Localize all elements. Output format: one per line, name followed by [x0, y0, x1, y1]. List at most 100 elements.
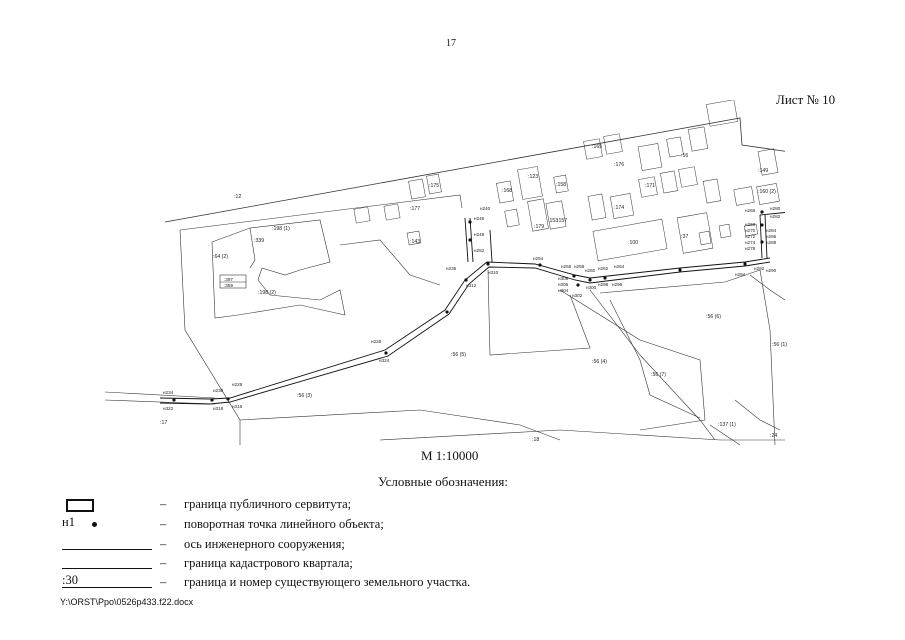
point-label: н258: [574, 264, 585, 269]
parcel-label: :176: [614, 162, 624, 168]
point-label: н246: [474, 216, 485, 221]
parcel-number-symbol: :30: [62, 573, 78, 587]
parcel-label: :339: [254, 238, 264, 244]
parcel-label: :24: [770, 433, 777, 439]
point-label: н240: [480, 206, 491, 211]
turning-point: [678, 268, 682, 272]
parcel-label: :160 (2): [758, 189, 776, 195]
parcel-label: :171: [645, 183, 655, 189]
turning-point: [468, 238, 472, 242]
turning-point: [760, 223, 764, 227]
point-label: н316: [232, 404, 243, 409]
parcel-label: :56 (3): [297, 393, 312, 399]
parcel-label: :56 (1): [772, 342, 787, 348]
parcel-label: :158: [556, 182, 566, 188]
parcel-label: :397: [224, 277, 233, 282]
parcel-label: :18: [532, 437, 539, 443]
servitude-route: [159, 212, 785, 405]
parcel-label: :198 (2): [258, 290, 276, 296]
point-label: н306: [558, 282, 569, 287]
legend-dash: –: [160, 575, 167, 589]
turning-point: [464, 278, 468, 282]
turning-point: [226, 397, 230, 401]
turning-points: [172, 210, 764, 402]
parcel-label: :198 (1): [272, 226, 290, 232]
point-label: н234: [163, 390, 174, 395]
legend-text: граница публичного сервитута;: [184, 497, 352, 511]
legend-dash: –: [160, 556, 167, 570]
legend-title: Условные обозначения:: [378, 474, 509, 489]
point-label: н264: [614, 264, 625, 269]
turning-point: [172, 398, 176, 402]
point-label: н254: [533, 256, 544, 261]
legend-dash: –: [160, 517, 167, 531]
parcel-label: :56 (5): [451, 352, 466, 358]
turning-point: [603, 276, 607, 280]
point-label: н288: [766, 240, 777, 245]
sheet-label: Лист № 10: [776, 92, 836, 107]
parcel-label: :16: [681, 153, 688, 159]
legend-text: граница кадастрового квартала;: [184, 556, 353, 570]
turning-point: [760, 240, 764, 244]
legend-item-axis: – ось инженерного сооружения;: [60, 537, 580, 555]
point-label: н290: [766, 268, 777, 273]
parcel-label: :179: [534, 224, 544, 230]
point-label: н236: [446, 266, 457, 271]
turning-point: [760, 210, 764, 214]
parcel-label: :56 (7): [651, 372, 666, 378]
point-label: н272: [745, 234, 756, 239]
point-label: н268: [745, 222, 756, 227]
point-label: н286: [766, 234, 777, 239]
turning-point: [445, 310, 449, 314]
parcel-label: :56 (6): [706, 314, 721, 320]
point-label: н318: [213, 406, 224, 411]
parcel-label: :137 (1): [718, 422, 736, 428]
parcel-label: :174: [614, 205, 624, 211]
point-label: н278: [745, 246, 756, 251]
point-label: н296: [612, 282, 623, 287]
point-label: н256: [561, 264, 572, 269]
point-label-symbol: н1: [62, 515, 75, 529]
legend-item-quarter: – граница кадастрового квартала;: [60, 556, 580, 574]
parcel-label: :37: [681, 234, 688, 240]
parcel-label: :165: [592, 144, 602, 150]
parcel-label: :177: [410, 206, 420, 212]
point-label: н324: [379, 358, 390, 363]
servitude-rect-symbol: [66, 499, 94, 512]
point-label: н252: [474, 248, 485, 253]
parcel-label: :175: [429, 183, 439, 189]
point-label: н312: [466, 283, 477, 288]
legend-dash: –: [160, 497, 167, 511]
point-label: н274: [745, 240, 756, 245]
point-label: н298: [598, 282, 609, 287]
point-label: н284: [766, 228, 777, 233]
parcel-line-symbol: [62, 587, 152, 588]
parcel-label: :143: [410, 239, 420, 245]
legend-dash: –: [160, 537, 167, 551]
parcel-label: :123: [528, 174, 538, 180]
turning-point: [588, 278, 592, 282]
point-label: н292: [754, 266, 765, 271]
legend-text: ось инженерного сооружения;: [184, 537, 345, 551]
legend-item-parcel: :30 – граница и номер существующего земе…: [60, 573, 580, 593]
file-path: Y:\ORST\Ppo\0526p433.f22.docx: [60, 597, 194, 607]
point-label: н248: [474, 232, 485, 237]
axis-line-symbol: [62, 549, 152, 550]
point-label: н230: [213, 388, 224, 393]
legend-item-turning-point: н1 – поворотная точка линейного объекта;: [60, 515, 580, 535]
point-label: н294: [735, 272, 746, 277]
point-label: н280: [770, 206, 781, 211]
scale-label: М 1:10000: [421, 448, 479, 463]
legend-text: поворотная точка линейного объекта;: [184, 517, 384, 531]
parcel-label: :56 (4): [592, 359, 607, 365]
point-label: н308: [558, 276, 569, 281]
turning-point: [572, 274, 576, 278]
turning-point: [210, 398, 214, 402]
point-label: н260: [585, 268, 596, 273]
turning-point: [384, 351, 388, 355]
quarter-boundary: [164, 117, 785, 223]
turning-point: [576, 283, 580, 287]
parcel-label: :12: [234, 194, 241, 200]
parcel-label: :157: [557, 218, 567, 224]
page-number: 17: [446, 38, 456, 49]
